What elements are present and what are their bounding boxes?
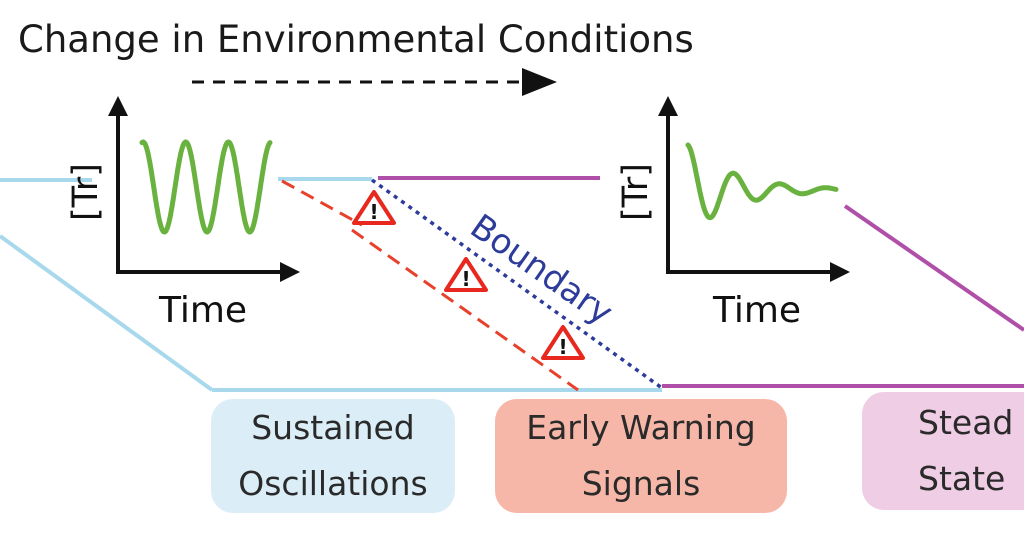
- steady-label-line2: State: [918, 459, 1006, 498]
- steady-diagonal: [843, 204, 1024, 332]
- right-plot-x-arrow: [830, 262, 850, 282]
- left-plot-xlabel: Time: [158, 290, 247, 331]
- warning-triangle-icon: !: [541, 325, 585, 360]
- svg-text:!: !: [369, 200, 378, 224]
- early-warning-label-line1: Early Warning: [526, 408, 756, 447]
- warning-triangle-icon: !: [444, 257, 488, 292]
- damped-oscillation-curve: [685, 142, 839, 221]
- steady-label-line1: Stead: [918, 403, 1014, 442]
- sustained-oscillation-curve: [139, 139, 273, 235]
- sustained-diagonal: [0, 234, 214, 392]
- right-plot-y-arrow: [658, 96, 678, 116]
- svg-text:!: !: [461, 267, 470, 291]
- sustained-label-line1: Sustained: [251, 408, 415, 447]
- figure-title: Change in Environmental Conditions: [18, 18, 694, 61]
- sustained-label-line2: Oscillations: [238, 464, 428, 503]
- sustained-oscillations-box: Sustained Oscillations: [211, 399, 455, 513]
- warning-dash-line-1: [281, 179, 363, 227]
- boundary-label: Boundary: [463, 207, 620, 334]
- left-plot: [Tr] Time: [66, 96, 300, 331]
- change-arrow-head: [522, 68, 557, 96]
- svg-text:!: !: [558, 335, 567, 359]
- warning-dash-line-2: [351, 228, 579, 392]
- right-plot: [Tr] Time: [616, 96, 850, 331]
- right-plot-ylabel: [Tr]: [616, 163, 656, 221]
- left-plot-y-arrow: [108, 96, 128, 116]
- steady-state-box: Stead State: [862, 392, 1024, 510]
- left-plot-ylabel: [Tr]: [66, 163, 106, 221]
- early-warning-label-line2: Signals: [581, 464, 701, 503]
- right-plot-xlabel: Time: [712, 290, 801, 331]
- warning-triangle-icon: !: [352, 190, 396, 225]
- boundary-line: [370, 178, 664, 390]
- early-warning-signals-box: Early Warning Signals: [495, 399, 787, 513]
- left-plot-x-arrow: [280, 262, 300, 282]
